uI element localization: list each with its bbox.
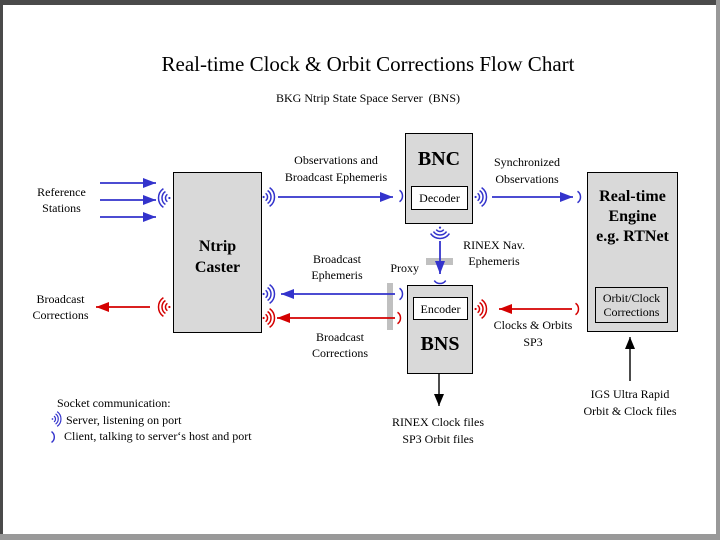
legend-server-socket-icon <box>51 411 62 427</box>
node-bnc-decoder: Decoder <box>411 186 468 210</box>
socket-server-icon <box>429 225 451 240</box>
label-reference-stations: Reference Stations <box>37 185 86 215</box>
label-clocks-orbits-sp3: Clocks & Orbits SP3 <box>493 318 573 349</box>
legend-heading: Socket communication: <box>57 396 171 410</box>
socket-client-icon <box>396 311 402 325</box>
legend-server-text: Server, listening on port <box>66 413 182 427</box>
socket-server-icon <box>261 186 276 208</box>
label-proxy: Proxy <box>390 261 419 275</box>
label-synchronized-observations: Synchronized Observations <box>494 155 560 186</box>
node-bns-title: BNS <box>420 333 460 355</box>
label-broadcast-ephemeris: Broadcast Ephemeris <box>311 252 363 282</box>
socket-server-icon <box>261 283 276 305</box>
label-rinex-clock-files: RINEX Clock files SP3 Orbit files <box>392 415 484 446</box>
label-rinex-nav-ephemeris: RINEX Nav. Ephemeris <box>463 238 525 268</box>
legend-client-text: Client, talking to server‘s host and por… <box>64 429 252 443</box>
label-broadcast-corrections-out: Broadcast Corrections <box>312 330 368 360</box>
label-igs-ultra-rapid: IGS Ultra Rapid Orbit & Clock files <box>583 387 677 418</box>
label-observations: Observations and Broadcast Ephemeris <box>284 153 388 184</box>
diagram-subtitle: BKG Ntrip State Space Server (BNS) <box>276 91 460 105</box>
diagram-title: Real-time Clock & Orbit Corrections Flow… <box>161 52 575 76</box>
socket-server-icon <box>473 298 488 320</box>
socket-client-icon <box>433 279 447 285</box>
node-realtime-engine-title: Real-time Engine e.g. RTNet <box>596 188 669 245</box>
socket-client-icon <box>398 287 404 301</box>
node-orbit-clock-corrections: Orbit/Clock Corrections <box>595 287 668 323</box>
node-ntrip-caster-title: Ntrip Caster <box>194 238 241 276</box>
window-frame-top <box>0 0 720 5</box>
label-broadcast-corrections-in: Broadcast Corrections <box>32 292 89 322</box>
legend-client-socket-icon <box>50 430 56 444</box>
window-frame-left <box>0 0 3 540</box>
window-frame-bottom <box>0 534 720 540</box>
node-bns-encoder: Encoder <box>413 297 468 320</box>
node-ntrip-caster: Ntrip Caster <box>173 172 262 333</box>
window-frame-right <box>716 0 720 540</box>
socket-server-icon <box>157 187 172 209</box>
proxy-bar-vertical <box>387 283 393 330</box>
socket-client-icon <box>576 190 582 204</box>
socket-server-icon <box>261 307 276 329</box>
socket-server-icon <box>157 296 172 318</box>
node-bnc-title: BNC <box>417 148 461 170</box>
socket-server-icon <box>473 186 488 208</box>
socket-client-icon <box>574 302 580 316</box>
socket-client-icon <box>398 189 404 203</box>
